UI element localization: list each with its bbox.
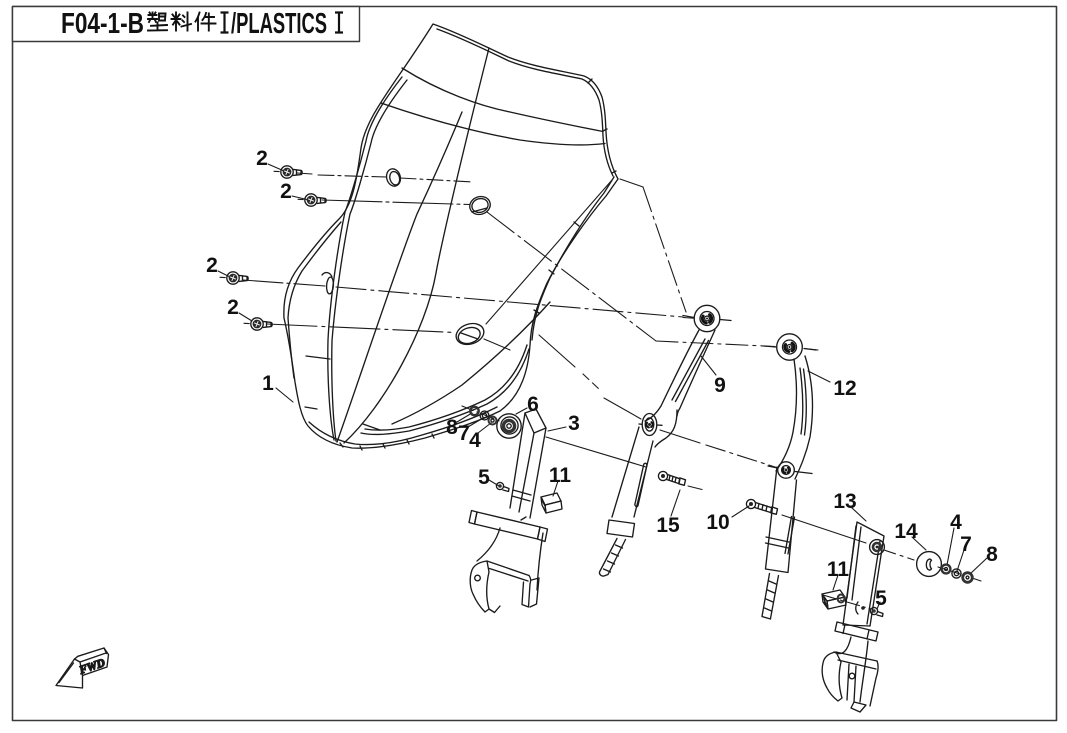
svg-text:13: 13 <box>833 490 856 513</box>
svg-text:15: 15 <box>656 514 680 537</box>
svg-text:2: 2 <box>227 296 239 319</box>
svg-text:14: 14 <box>894 520 918 543</box>
svg-text:7: 7 <box>960 533 972 556</box>
svg-text:11: 11 <box>549 464 572 487</box>
svg-text:10: 10 <box>706 511 729 534</box>
svg-text:7: 7 <box>458 422 470 445</box>
svg-text:F04-1-B: F04-1-B <box>61 8 144 40</box>
svg-text:12: 12 <box>833 377 856 400</box>
svg-text:2: 2 <box>256 147 268 170</box>
svg-text:9: 9 <box>714 374 726 397</box>
svg-text:8: 8 <box>446 416 458 439</box>
svg-text:5: 5 <box>478 466 490 489</box>
svg-text:5: 5 <box>875 587 887 610</box>
svg-text:8: 8 <box>986 543 998 566</box>
svg-text:2: 2 <box>280 180 292 203</box>
svg-text:4: 4 <box>950 511 962 534</box>
svg-text:3: 3 <box>568 412 580 435</box>
svg-text:FWD: FWD <box>77 657 107 677</box>
svg-text:4: 4 <box>469 429 481 452</box>
svg-text:6: 6 <box>527 393 539 416</box>
svg-text:/PLASTICS: /PLASTICS <box>231 8 327 40</box>
svg-text:1: 1 <box>262 372 274 395</box>
svg-text:2: 2 <box>206 254 218 277</box>
svg-text:11: 11 <box>827 558 850 581</box>
